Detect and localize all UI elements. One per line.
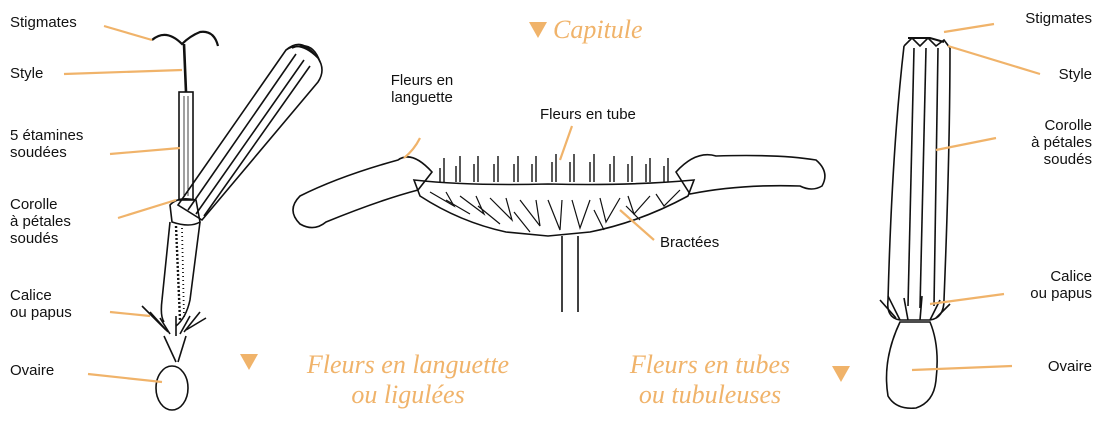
left-label-stigmates: Stigmates [10,14,77,31]
left-label-calice-1: Calice [10,287,72,304]
right-label-corolle-3: soudés [1031,151,1092,168]
center-label-tube: Fleurs en tube [540,106,636,123]
center-label-bractees: Bractées [660,234,719,251]
left-label-corolle: Corolle à pétales soudés [10,196,71,247]
left-label-etamines-1: 5 étamines [10,127,83,144]
tubuleuses-title-line2: ou tubuleuses [594,380,826,410]
left-label-style: Style [10,65,43,82]
right-label-corolle-2: à pétales [1031,134,1092,151]
tubuleuses-marker-icon [832,366,850,382]
right-label-corolle: Corolle à pétales soudés [1031,117,1092,168]
left-label-calice-2: ou papus [10,304,72,321]
capitule-marker-icon [529,22,547,38]
tubular-flower-drawing [880,38,950,408]
ligulees-title: Fleurs en languette ou ligulées [258,350,558,410]
left-label-etamines: 5 étamines soudées [10,127,83,161]
left-label-etamines-2: soudées [10,144,83,161]
right-label-calice: Calice ou papus [1030,268,1092,302]
left-label-ovaire: Ovaire [10,362,54,379]
tubuleuses-title: Fleurs en tubes ou tubuleuses [594,350,826,410]
left-label-calice: Calice ou papus [10,287,72,321]
right-label-corolle-1: Corolle [1031,117,1092,134]
right-label-stigmates: Stigmates [1025,10,1092,27]
ligulees-marker-icon [240,354,258,370]
center-label-languette-2: languette [372,89,472,106]
left-label-corolle-2: à pétales [10,213,71,230]
tubuleuses-title-line1: Fleurs en tubes [594,350,826,380]
ligulees-title-line1: Fleurs en languette [258,350,558,380]
right-label-calice-2: ou papus [1030,285,1092,302]
left-label-corolle-3: soudés [10,230,71,247]
capitulum-drawing [293,154,825,312]
right-label-ovaire: Ovaire [1048,358,1092,375]
right-label-style: Style [1059,66,1092,83]
ligulees-title-line2: ou ligulées [258,380,558,410]
right-label-calice-1: Calice [1030,268,1092,285]
left-label-corolle-1: Corolle [10,196,71,213]
center-label-languette-1: Fleurs en [372,72,472,89]
center-label-languette: Fleurs en languette [372,72,472,106]
capitule-title: Capitule [553,15,643,45]
leader-lines [64,24,1040,382]
